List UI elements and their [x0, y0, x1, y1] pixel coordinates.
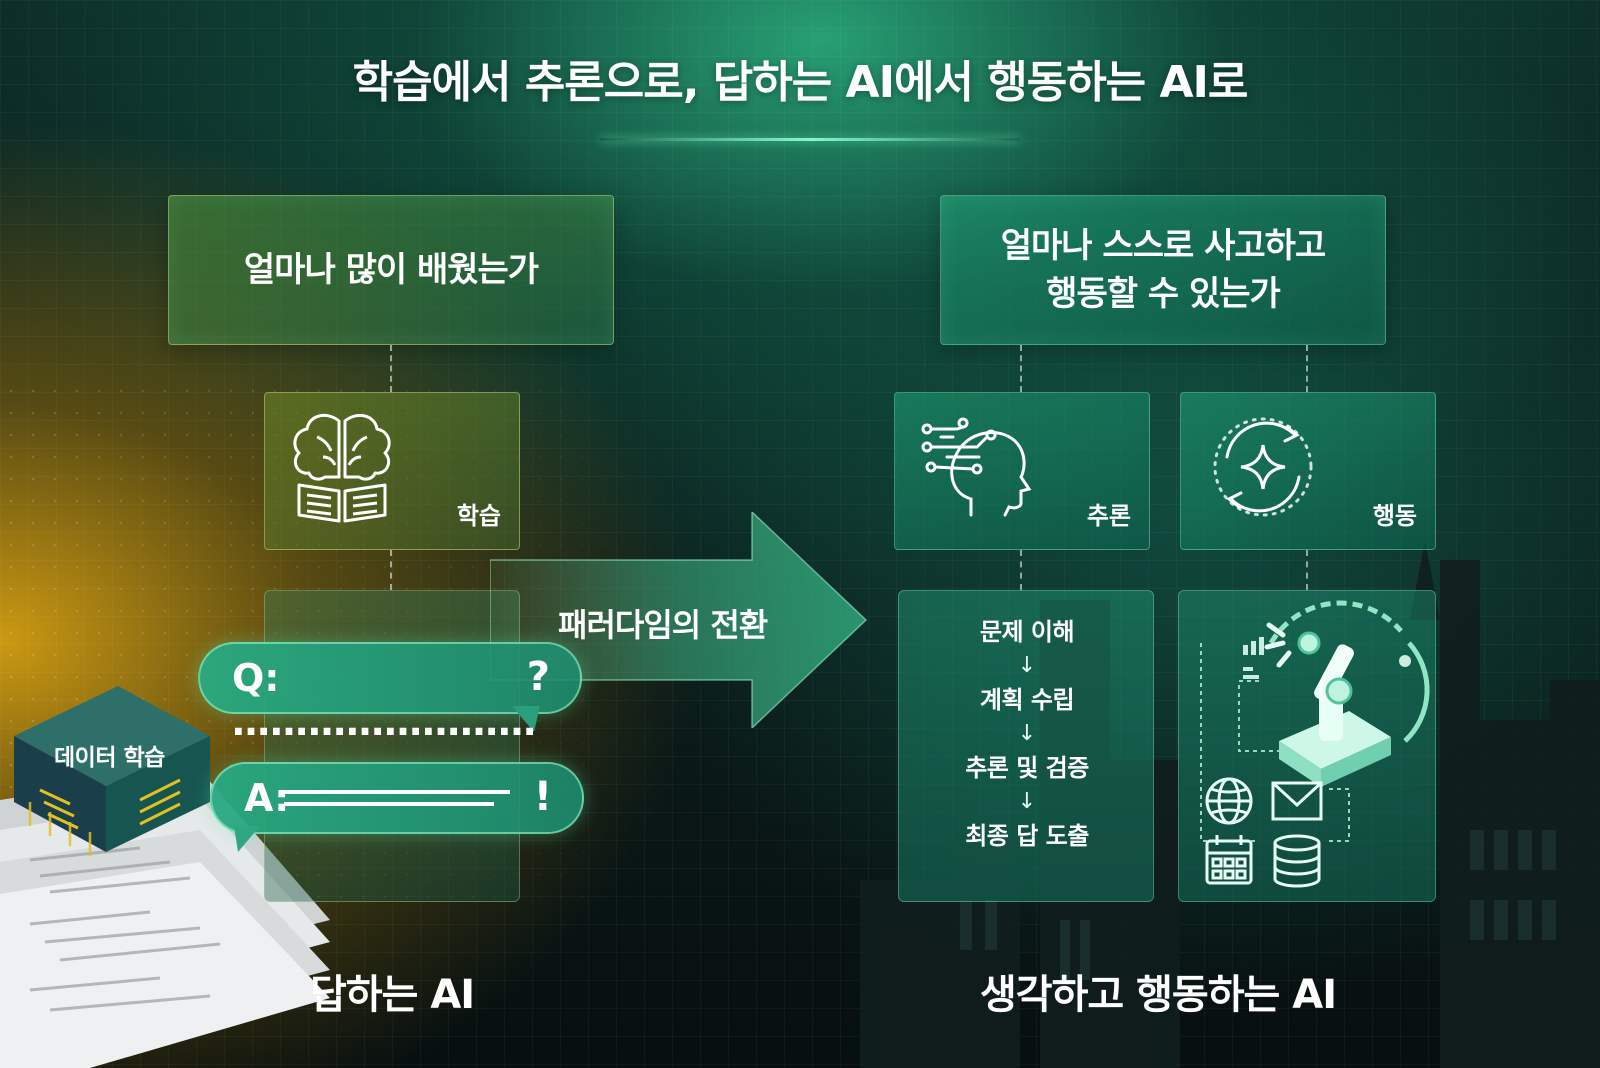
- step-arrow-1: ↓: [1017, 653, 1037, 678]
- step-understand: 문제 이해: [979, 618, 1075, 646]
- answer-lines: [284, 790, 510, 806]
- action-tools-panel: [1178, 590, 1436, 902]
- question-bubble-tail: [512, 706, 540, 732]
- exclamation-mark: !: [533, 774, 552, 820]
- question-text: Q: ……………………: [232, 656, 536, 744]
- reasoning-card-label: 추론: [1086, 502, 1131, 530]
- main-title: 학습에서 추론으로, 답하는 AI에서 행동하는 AI로: [352, 57, 1249, 108]
- action-card-label: 행동: [1372, 502, 1417, 530]
- connector-act-mid: [1306, 550, 1308, 590]
- connector-left-mid: [390, 550, 392, 590]
- left-question-panel: 얼마나 많이 배웠는가: [168, 195, 614, 345]
- right-question-line1: 얼마나 스스로 사고하고: [1000, 226, 1326, 266]
- title-divider: [600, 138, 1020, 141]
- connector-reason-mid: [1020, 550, 1022, 590]
- mail-icon: [1271, 781, 1323, 821]
- step-final-answer: 최종 답 도출: [965, 822, 1089, 850]
- cycle-sparkle-icon: [1213, 417, 1313, 517]
- connector-left-top: [390, 345, 392, 392]
- step-plan: 계획 수립: [979, 686, 1075, 714]
- action-card: 행동: [1180, 392, 1436, 550]
- learning-card-label: 학습: [456, 502, 501, 530]
- globe-icon: [1205, 777, 1253, 825]
- brain-book-icon: [293, 413, 391, 523]
- reasoning-steps-panel: 문제 이해 ↓ 계획 수립 ↓ 추론 및 검증 ↓ 최종 답 도출: [898, 590, 1154, 902]
- left-chat-panel: [264, 590, 520, 902]
- calendar-icon: [1205, 835, 1253, 885]
- ai-head-icon: [921, 417, 1032, 517]
- right-question-line2: 행동할 수 있는가: [1046, 274, 1281, 314]
- paradigm-shift-label: 패러다임의 전환: [558, 606, 768, 644]
- database-icon: [1273, 834, 1321, 888]
- learning-card: 학습: [264, 392, 520, 550]
- answer-text: A:: [244, 776, 290, 820]
- answer-bubble-tail: [234, 826, 260, 852]
- connector-act-top: [1306, 345, 1308, 392]
- step-arrow-2: ↓: [1017, 721, 1037, 746]
- step-verify: 추론 및 검증: [965, 754, 1089, 782]
- reasoning-card: 추론: [894, 392, 1150, 550]
- data-learning-label: 데이터 학습: [54, 745, 165, 771]
- question-mark: ?: [526, 654, 550, 700]
- answering-ai-label: 답하는 AI: [310, 972, 475, 1018]
- thinking-acting-ai-label: 생각하고 행동하는 AI: [980, 972, 1337, 1018]
- right-question-panel: 얼마나 스스로 사고하고 행동할 수 있는가: [940, 195, 1386, 345]
- paper-stack-illustration: [0, 686, 330, 1068]
- reasoning-steps-list: 문제 이해 ↓ 계획 수립 ↓ 추론 및 검증 ↓ 최종 답 도출: [899, 615, 1155, 853]
- left-question-text: 얼마나 많이 배웠는가: [243, 250, 539, 290]
- robot-arm-icon: [1200, 600, 1430, 842]
- chip-icon: [14, 686, 210, 856]
- connector-reason-top: [1020, 345, 1022, 392]
- answer-bubble: A: !: [210, 762, 584, 852]
- question-bubble: Q: …………………… ?: [198, 642, 582, 744]
- step-arrow-3: ↓: [1017, 789, 1037, 814]
